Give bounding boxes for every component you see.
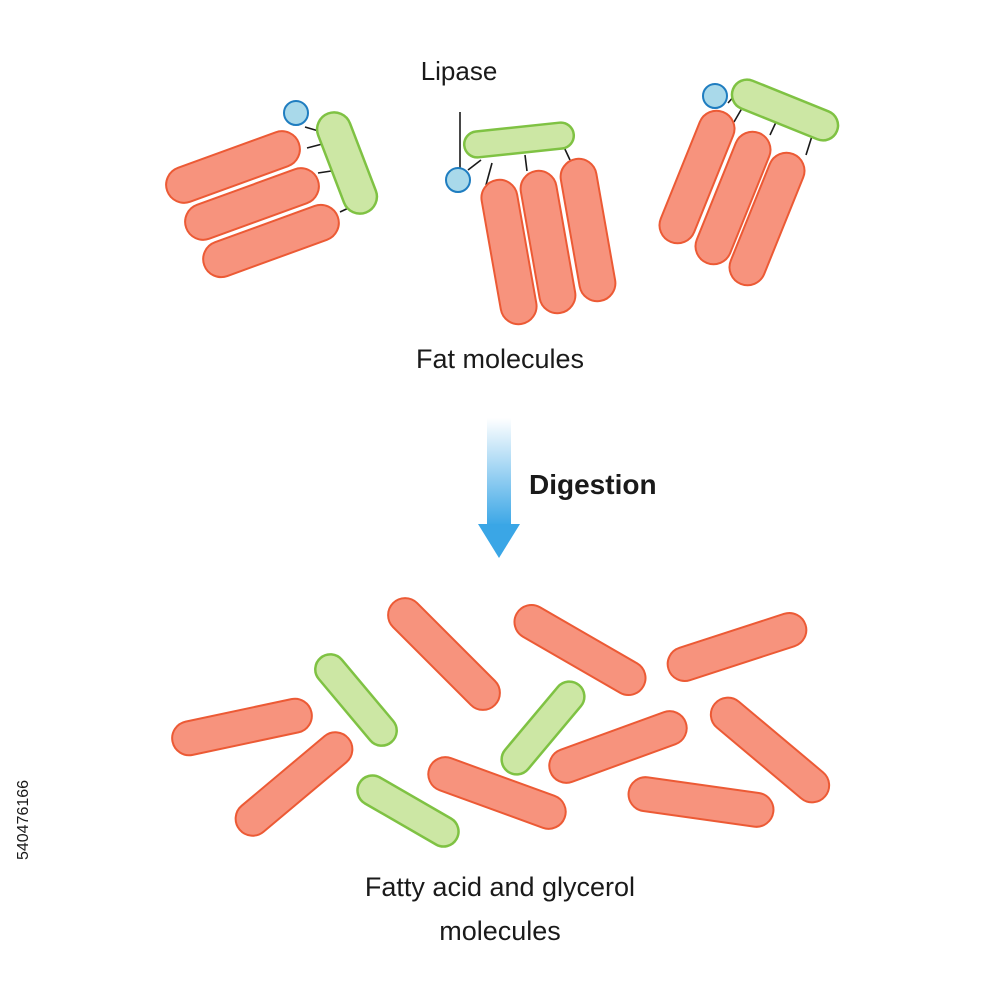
fatty-acid-molecule: [666, 612, 808, 682]
fat-molecule-middle: [445, 112, 617, 326]
fatty-acid-chain: [202, 203, 340, 279]
arrow-shaft: [487, 418, 511, 526]
fatty-acid-molecule: [627, 776, 775, 828]
fatty-acid-chain: [559, 157, 617, 303]
glycerol-backbone: [315, 111, 379, 215]
fat-molecule-left: [165, 100, 379, 279]
products-label-line1: Fatty acid and glycerol: [365, 872, 635, 902]
fatty-acid-molecule: [427, 756, 567, 830]
bond-line: [467, 159, 482, 171]
digestion-arrow: [478, 418, 520, 558]
fatty-acid-molecule: [234, 731, 354, 837]
products-label-line2: molecules: [439, 916, 561, 946]
fatty-acid-molecule: [387, 597, 501, 711]
fatty-acid-chain: [728, 151, 806, 287]
stock-id-watermark: 540476166: [15, 780, 32, 860]
glycerol-molecule: [356, 774, 460, 848]
fatty-acid-molecule: [548, 710, 688, 784]
fat-molecule-right: [658, 78, 840, 287]
arrow-head: [478, 524, 520, 558]
fatty-acid-chain: [519, 169, 577, 315]
bond-line: [524, 154, 528, 172]
lipase-enzyme: [445, 167, 471, 193]
fatty-acid-molecule: [171, 697, 313, 757]
fatty-acid-molecule: [513, 604, 647, 696]
bond-line: [485, 162, 493, 186]
digestion-label: Digestion: [529, 469, 657, 500]
bond-line: [805, 135, 813, 156]
glycerol-backbone: [462, 121, 576, 159]
lipase-label: Lipase: [421, 56, 498, 86]
fatty-acid-chain: [480, 178, 538, 326]
glycerol-molecule: [314, 653, 398, 747]
fatty-acid-chain: [658, 109, 736, 245]
lipase-enzyme: [283, 100, 309, 126]
glycerol-backbone: [730, 78, 840, 142]
fatty-acid-chain: [694, 130, 772, 266]
digestion-products: [171, 597, 831, 848]
fatty-acid-molecule: [709, 696, 831, 804]
fat-molecules-label: Fat molecules: [416, 344, 584, 374]
glycerol-molecule: [500, 680, 586, 776]
lipase-enzyme: [702, 83, 728, 109]
